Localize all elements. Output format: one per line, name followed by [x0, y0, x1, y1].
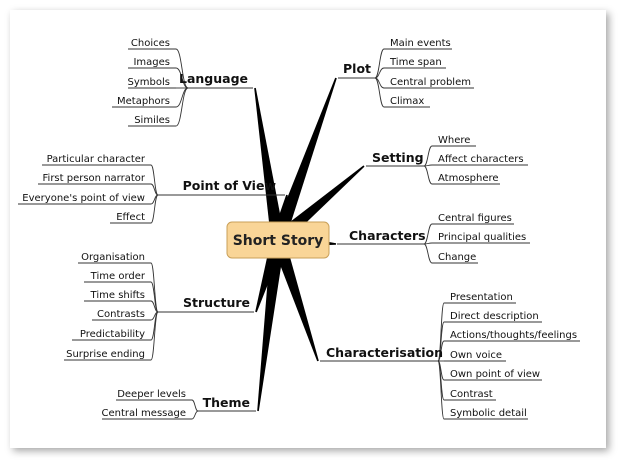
leaves-characterisation: Presentation Direct description Actions/…	[444, 292, 580, 420]
leaf-label: First person narrator	[43, 173, 146, 184]
leaf-label: Metaphors	[117, 96, 170, 107]
branch-structure[interactable]: Structure Organisation Time order Time s…	[64, 252, 254, 361]
leaf-label: Presentation	[450, 292, 513, 303]
connector-characterisation	[437, 302, 445, 420]
leaf-label: Own voice	[450, 350, 502, 361]
leaf-label: Similes	[134, 115, 170, 126]
connector-language	[175, 48, 189, 127]
connector-setting	[423, 145, 433, 185]
branch-label-point-of-view: Point of View	[183, 178, 277, 193]
leaf-label: Choices	[131, 38, 170, 49]
central-topic[interactable]: Short Story	[226, 221, 330, 259]
central-topic-box	[226, 221, 330, 259]
branch-point-of-view[interactable]: Point of View Particular character First…	[18, 154, 285, 224]
leaves-characters: Central figures Principal qualities Chan…	[432, 213, 530, 264]
leaf-label: Direct description	[450, 311, 539, 322]
branch-setting[interactable]: Setting Where Affect characters Atmosphe…	[366, 135, 528, 185]
leaves-setting: Where Affect characters Atmosphere	[432, 135, 528, 185]
central-topic-label: Short Story	[233, 233, 324, 249]
connector-plot	[374, 48, 385, 108]
leaf-label: Atmosphere	[438, 173, 499, 184]
leaves-theme: Deeper levels Central message	[101, 389, 192, 420]
spokes	[254, 77, 365, 412]
leaf-label: Principal qualities	[438, 232, 526, 243]
leaf-label: Images	[133, 57, 170, 68]
leaf-label: Contrast	[450, 389, 493, 400]
leaf-label: Time span	[389, 57, 442, 68]
branch-label-characters: Characters	[349, 228, 426, 243]
leaf-label: Everyone's point of view	[22, 193, 145, 204]
leaf-label: Time order	[90, 271, 146, 282]
leaf-label: Surprise ending	[66, 349, 145, 360]
leaf-label: Deeper levels	[117, 389, 186, 400]
connector-characters	[423, 223, 433, 264]
leaf-label: Time shifts	[90, 290, 145, 301]
connectors	[150, 48, 445, 420]
leaf-label: Affect characters	[438, 154, 524, 165]
leaf-label: Change	[438, 252, 476, 263]
branch-label-theme: Theme	[203, 395, 250, 410]
leaf-label: Predictability	[80, 329, 145, 340]
leaf-label: Effect	[116, 212, 145, 223]
leaf-label: Central message	[101, 408, 186, 419]
leaf-label: Central problem	[390, 77, 471, 88]
leaves-plot: Main events Time span Central problem Cl…	[384, 38, 474, 108]
leaves-point-of-view: Particular character First person narrat…	[18, 154, 151, 224]
branch-label-plot: Plot	[343, 61, 371, 76]
leaf-label: Actions/thoughts/feelings	[450, 330, 577, 341]
branch-label-structure: Structure	[183, 295, 250, 310]
branch-label-language: Language	[179, 71, 248, 86]
branch-label-characterisation: Characterisation	[326, 345, 443, 360]
leaf-label: Where	[438, 135, 470, 146]
branch-plot[interactable]: Plot Main events Time span Central probl…	[338, 38, 474, 108]
leaf-label: Central figures	[438, 213, 512, 224]
leaf-label: Organisation	[81, 252, 145, 263]
branch-characterisation[interactable]: Characterisation Presentation Direct des…	[320, 292, 580, 420]
leaf-label: Own point of view	[450, 369, 540, 380]
leaf-label: Climax	[390, 96, 424, 107]
connector-theme	[191, 399, 199, 420]
leaf-label: Symbols	[128, 77, 170, 88]
leaf-label: Particular character	[47, 154, 146, 165]
connector-point-of-view	[150, 164, 159, 224]
spoke-plot	[271, 77, 337, 243]
branch-theme[interactable]: Theme Deeper levels Central message	[101, 389, 256, 420]
leaves-language: Choices Images Symbols Metaphors Similes	[112, 38, 176, 127]
connector-structure	[150, 262, 159, 361]
leaf-label: Main events	[390, 38, 451, 49]
spoke-characterisation	[271, 237, 319, 362]
branch-characters[interactable]: Characters Central figures Principal qua…	[337, 213, 530, 264]
leaves-structure: Organisation Time order Time shifts Cont…	[64, 252, 151, 361]
spoke-language	[254, 87, 285, 242]
spoke-theme	[257, 239, 285, 412]
leaf-label: Symbolic detail	[450, 408, 527, 419]
branch-language[interactable]: Language Choices Images Symbols Metaphor…	[112, 38, 253, 127]
branch-label-setting: Setting	[372, 150, 424, 165]
leaf-label: Contrasts	[97, 309, 145, 320]
